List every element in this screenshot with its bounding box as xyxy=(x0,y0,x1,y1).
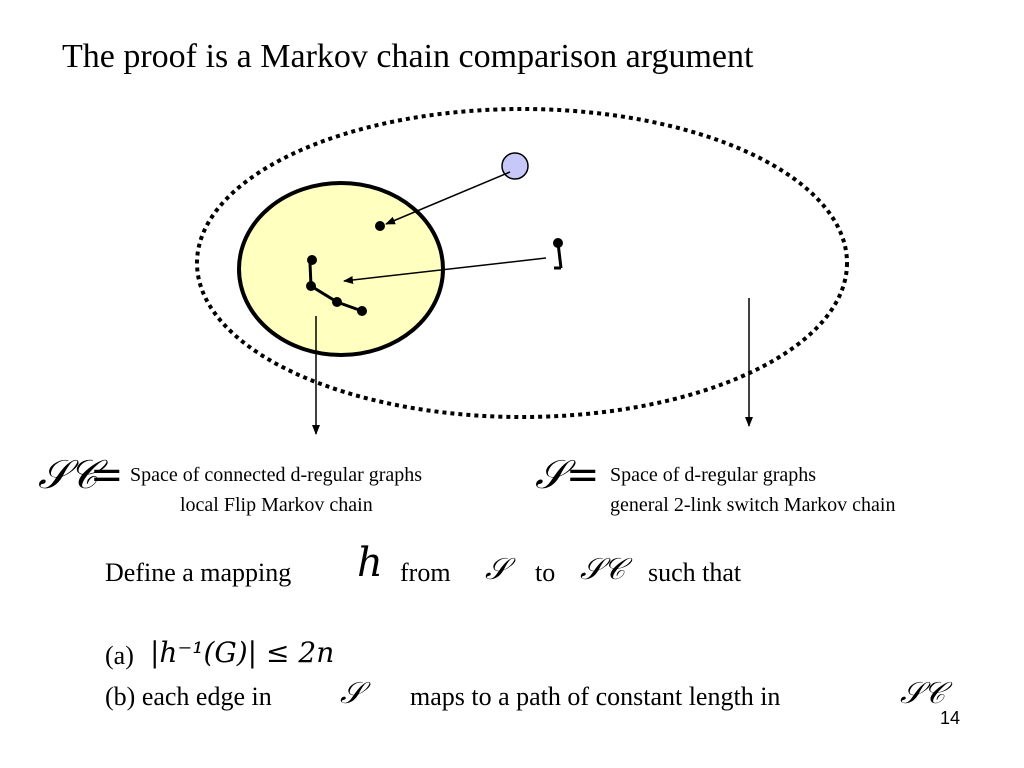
inner-set-circle xyxy=(237,181,445,357)
condition-b-prefix: (b) each edge in xyxy=(105,682,272,711)
sc-equals: = xyxy=(90,452,124,498)
sc-description-line1: Space of connected d-regular graphs xyxy=(130,464,423,486)
s-symbol: 𝒮 xyxy=(535,452,566,498)
mapping-arrow-1 xyxy=(385,171,511,225)
condition-b-middle: maps to a path of constant length in xyxy=(410,682,781,711)
small-graph-right xyxy=(553,238,563,270)
condition-b-sc: 𝒮𝒞 xyxy=(900,676,946,711)
mapping-to: to xyxy=(535,558,556,587)
mapping-h: h xyxy=(357,540,383,586)
mapping-sc: 𝒮𝒞 xyxy=(580,552,626,587)
s-description-line2: general 2-link switch Markov chain xyxy=(610,494,896,516)
sc-description-line2: local Flip Markov chain xyxy=(180,494,373,516)
condition-a-label: (a) xyxy=(105,641,134,670)
outer-set-ellipse xyxy=(195,107,849,419)
mapping-s: 𝒮 xyxy=(485,552,509,587)
mapped-point-1 xyxy=(375,221,385,231)
s-description-line1: Space of d-regular graphs xyxy=(610,464,817,486)
mapping-suffix: such that xyxy=(648,558,742,587)
slide-title: The proof is a Markov chain comparison a… xyxy=(62,38,754,75)
sc-symbol: 𝒮𝒞 xyxy=(38,452,99,498)
small-graph-node xyxy=(501,152,529,180)
s-equals: = xyxy=(566,452,600,498)
mapping-from: from xyxy=(400,558,451,587)
condition-b-s: 𝒮 xyxy=(340,676,364,711)
page-number: 14 xyxy=(940,708,961,728)
mapping-prefix: Define a mapping xyxy=(105,558,292,587)
condition-a-formula: |h⁻¹(G)| ≤ 2n xyxy=(150,636,335,669)
path-graph xyxy=(306,255,367,316)
mapping-arrow-2 xyxy=(343,257,547,284)
